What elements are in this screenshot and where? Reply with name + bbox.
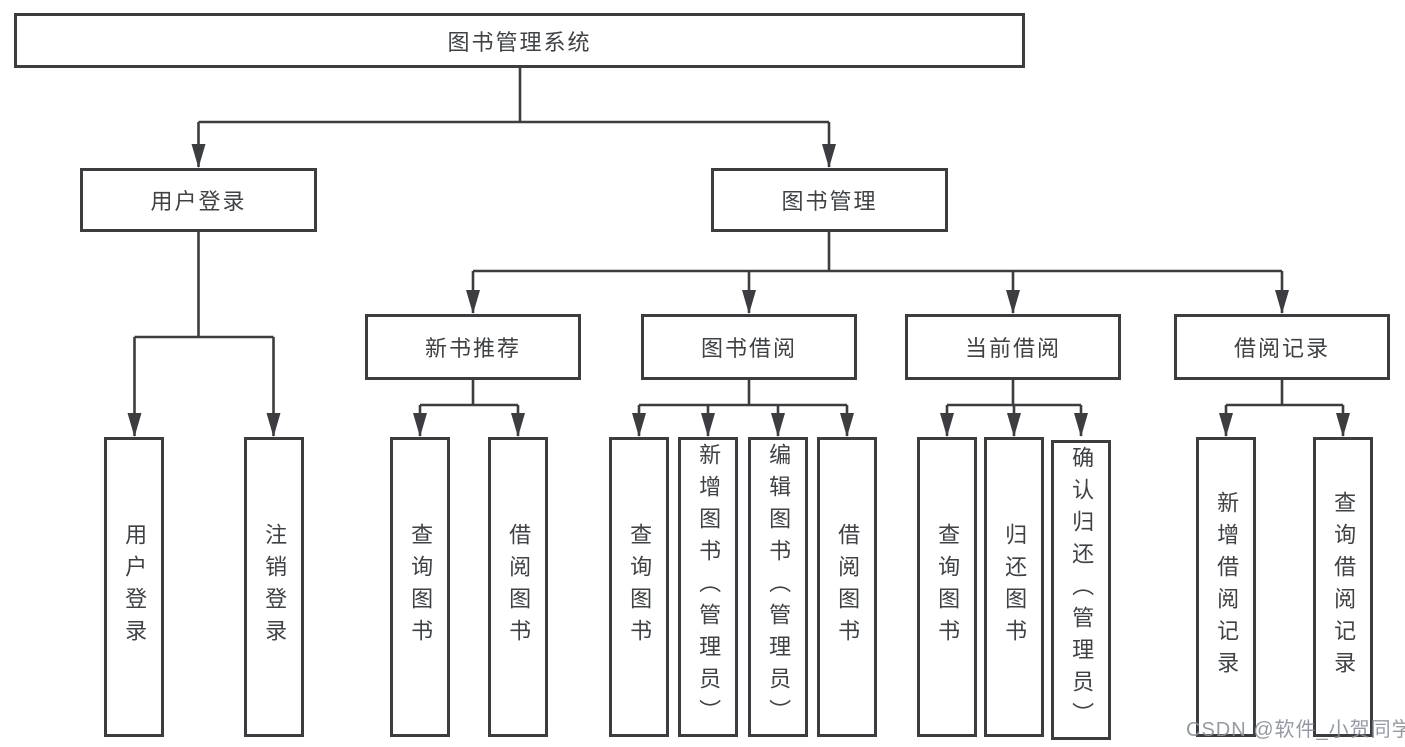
leaf-borrow-add-books-admin: 新增图书（管理员） (678, 437, 738, 737)
node-book-management-label: 图书管理 (781, 189, 878, 214)
leaf-user-login: 用户登录 (104, 437, 164, 737)
leaf-recommend-borrow-books-label: 借阅图书 (506, 523, 532, 651)
leaf-current-return-books: 归还图书 (984, 437, 1044, 737)
csdn-watermark: CSDN @软件_小贺同学 (1186, 719, 1405, 741)
leaf-current-query-books: 查询图书 (917, 437, 977, 737)
leaf-records-add-record-label: 新增借阅记录 (1214, 491, 1240, 683)
leaf-records-add-record: 新增借阅记录 (1196, 437, 1256, 737)
leaf-records-query-record: 查询借阅记录 (1313, 437, 1373, 737)
leaf-recommend-query-books-label: 查询图书 (408, 523, 434, 651)
leaf-current-return-books-label: 归还图书 (1002, 523, 1028, 651)
leaf-current-confirm-return-admin-label: 确认归还（管理员） (1069, 446, 1095, 734)
node-user-login: 用户登录 (80, 168, 317, 232)
leaf-current-confirm-return-admin: 确认归还（管理员） (1051, 440, 1111, 740)
node-root: 图书管理系统 (14, 13, 1025, 68)
leaf-borrow-borrow-books-label: 借阅图书 (835, 523, 861, 651)
node-borrow-records: 借阅记录 (1174, 314, 1390, 380)
leaf-recommend-borrow-books: 借阅图书 (488, 437, 548, 737)
node-new-book-recommend: 新书推荐 (365, 314, 581, 380)
leaf-recommend-query-books: 查询图书 (390, 437, 450, 737)
leaf-records-query-record-label: 查询借阅记录 (1331, 491, 1357, 683)
leaf-borrow-edit-books-admin: 编辑图书（管理员） (748, 437, 808, 737)
node-root-label: 图书管理系统 (447, 29, 592, 55)
leaf-borrow-query-books: 查询图书 (609, 437, 669, 737)
leaf-borrow-query-books-label: 查询图书 (627, 523, 653, 651)
node-book-borrow: 图书借阅 (641, 314, 857, 380)
leaf-logout-label: 注销登录 (262, 523, 288, 651)
node-new-book-recommend-label: 新书推荐 (424, 336, 521, 361)
node-user-login-label: 用户登录 (150, 189, 247, 214)
leaf-borrow-edit-books-admin-label: 编辑图书（管理员） (766, 443, 792, 731)
leaf-borrow-borrow-books: 借阅图书 (817, 437, 877, 737)
node-book-borrow-label: 图书借阅 (700, 336, 797, 361)
leaf-user-login-label: 用户登录 (122, 523, 148, 651)
node-current-borrow: 当前借阅 (905, 314, 1121, 380)
node-book-management: 图书管理 (711, 168, 948, 232)
node-borrow-records-label: 借阅记录 (1233, 336, 1330, 361)
node-current-borrow-label: 当前借阅 (964, 336, 1061, 361)
leaf-borrow-add-books-admin-label: 新增图书（管理员） (696, 443, 722, 731)
leaf-current-query-books-label: 查询图书 (935, 523, 961, 651)
leaf-logout: 注销登录 (244, 437, 304, 737)
